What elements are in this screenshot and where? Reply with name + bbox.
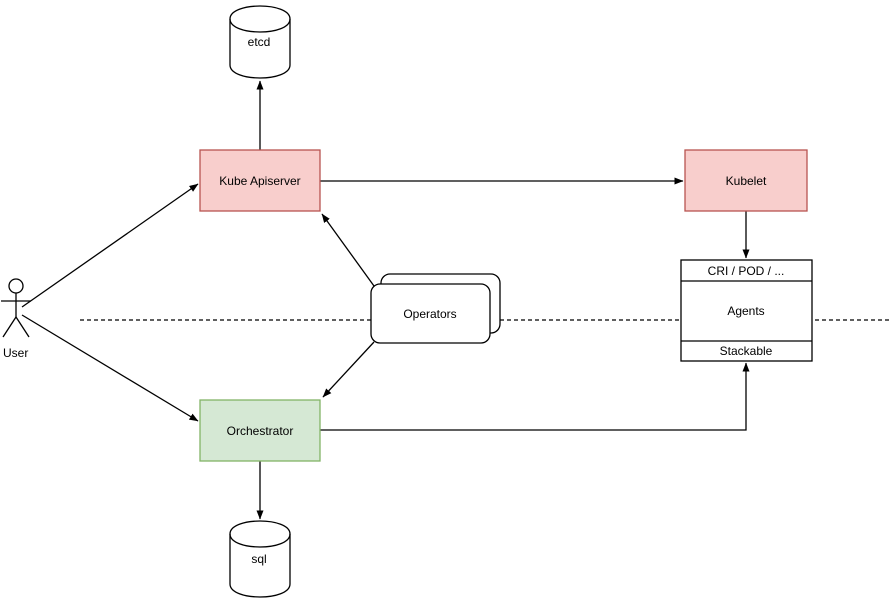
- agents-stack-footer-label: Stackable: [720, 344, 773, 358]
- sql-cylinder-lid: [229, 533, 291, 548]
- kube-apiserver-label: Kube Apiserver: [219, 174, 300, 188]
- sql-label: sql: [251, 552, 266, 566]
- agents-stack-body-label: Agents: [727, 304, 764, 318]
- edge-operators-to-orchestrator: [322, 341, 375, 398]
- etcd-cylinder-lid: [229, 18, 291, 33]
- edge-user-to-orchestrator: [21, 314, 199, 422]
- user-actor-head: [8, 278, 24, 294]
- user-actor-leg-right: [15, 316, 30, 338]
- etcd-cylinder-body: [229, 5, 291, 79]
- sql-cylinder: sql: [229, 520, 291, 598]
- edge-user-to-apiserver: [21, 183, 199, 308]
- user-actor-leg-left: [2, 316, 17, 338]
- user-label: User: [3, 346, 28, 360]
- kube-apiserver-box: [199, 149, 321, 212]
- operators-node: Operators: [370, 273, 501, 344]
- orchestrator-box: [199, 399, 321, 462]
- agents-stack-box: [680, 259, 813, 362]
- edge-operators-to-apiserver: [321, 213, 375, 287]
- kubelet-node: Kubelet: [684, 149, 808, 212]
- orchestrator-node: Orchestrator: [199, 399, 321, 462]
- kubelet-label: Kubelet: [726, 174, 767, 188]
- user-actor: User: [1, 278, 31, 360]
- sql-cylinder-body: [229, 520, 291, 598]
- operators-box-front: [370, 283, 491, 344]
- agents-stack-header-label: CRI / POD / ...: [708, 264, 785, 278]
- etcd-cylinder: etcd: [229, 5, 291, 79]
- operators-label: Operators: [403, 307, 456, 321]
- etcd-label: etcd: [248, 35, 271, 49]
- kube-apiserver-node: Kube Apiserver: [199, 149, 321, 212]
- agents-stack-node: CRI / POD / ... Agents Stackable: [680, 259, 813, 362]
- edge-orchestrator-to-stackable: [320, 362, 750, 431]
- orchestrator-label: Orchestrator: [227, 424, 294, 438]
- kubelet-box: [684, 149, 808, 212]
